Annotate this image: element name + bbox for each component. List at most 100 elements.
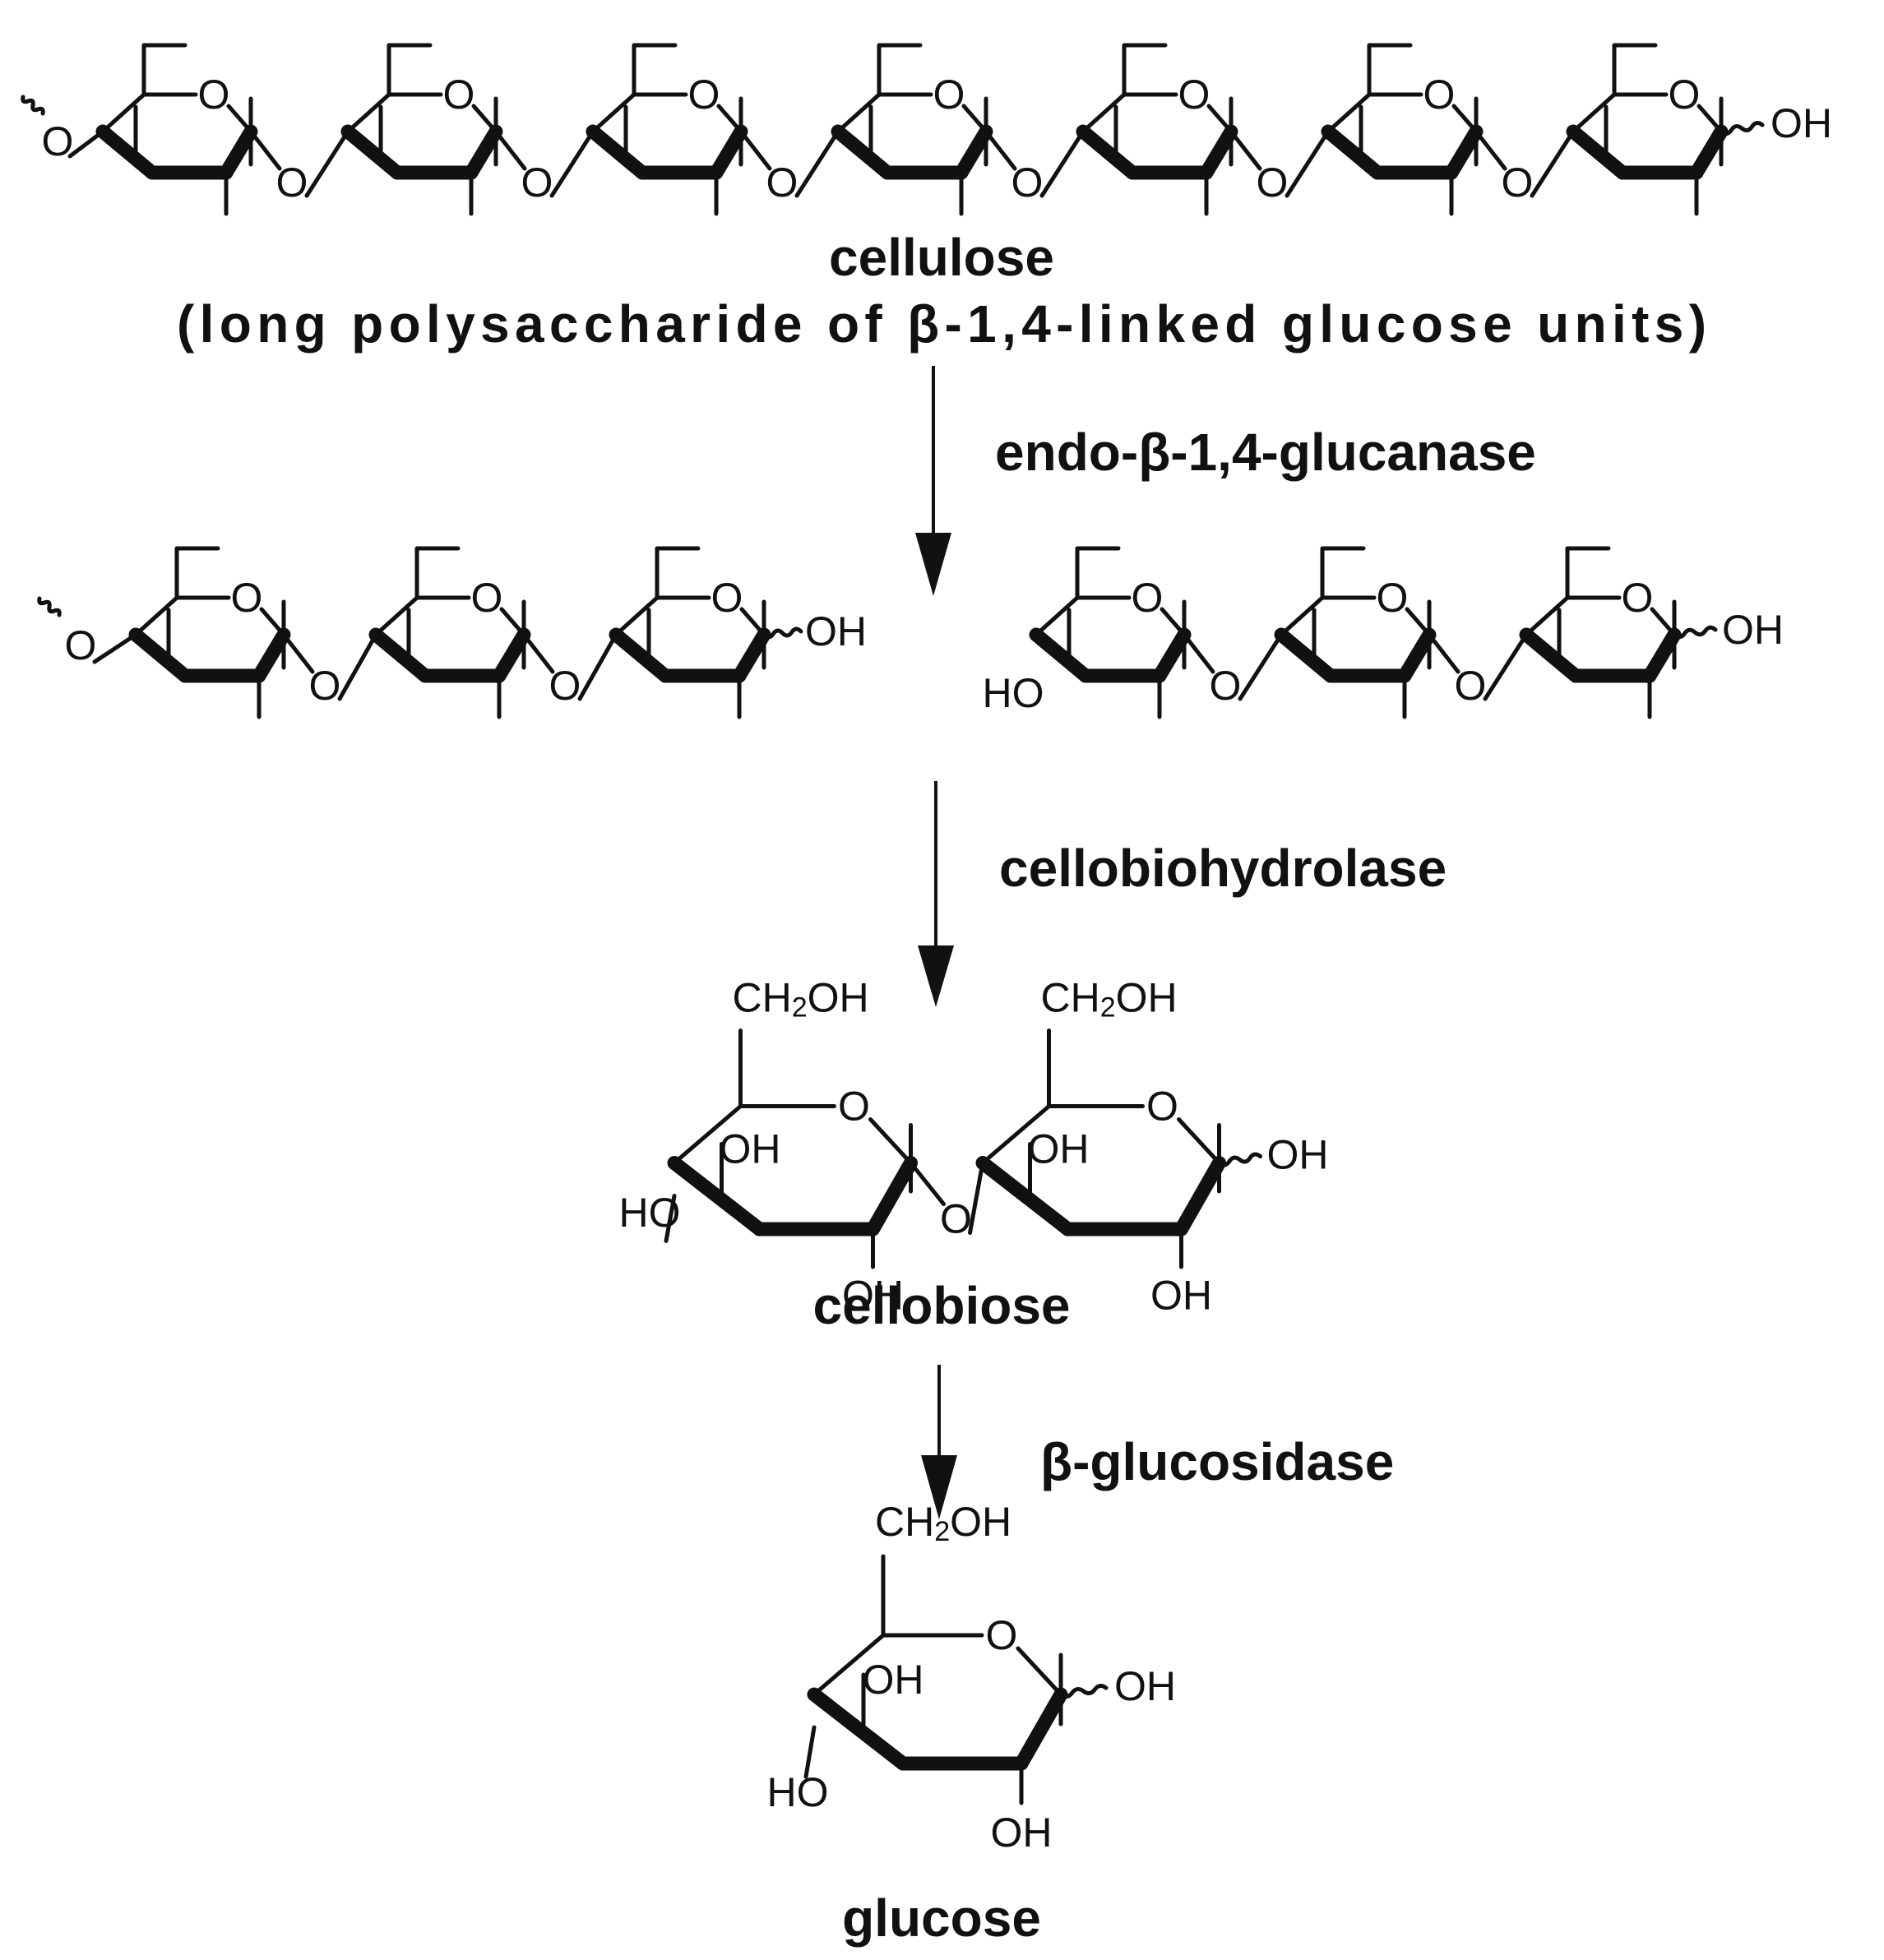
anomeric-wavy-bond	[761, 626, 803, 640]
glycosidic-bond	[281, 632, 315, 674]
ring-bond	[836, 92, 882, 134]
enzyme-label-beta-glucosidase: β-glucosidase	[1040, 1432, 1394, 1491]
ring-bond	[613, 595, 660, 637]
ring-oxygen: O	[838, 1084, 870, 1130]
ring-front-bond	[340, 124, 405, 180]
ring-oxygen: O	[231, 575, 263, 621]
ring-bond	[373, 595, 419, 637]
ring-front-bond	[1029, 627, 1093, 683]
ring-front-bond	[1689, 124, 1729, 180]
hydroxymethyl-group: CH2OH	[1041, 974, 1178, 1023]
anomeric-hydroxyl: OH	[1722, 607, 1784, 653]
ring-front-bond	[1566, 124, 1630, 180]
c2-hydroxyl: OH	[1150, 1273, 1212, 1319]
ring-bond	[1279, 595, 1325, 637]
enzyme-label-endoglucanase: endo-β-1,4-glucanase	[995, 423, 1536, 482]
ring-bond	[590, 92, 636, 134]
c2-hydroxyl: OH	[842, 1273, 904, 1319]
ring-front-bond	[975, 1156, 1075, 1237]
ring-front-bond	[95, 124, 160, 180]
chain-continuation-wavy-bond	[21, 95, 45, 116]
ring-front-bond	[1174, 1156, 1226, 1237]
glycosidic-bond	[92, 632, 138, 664]
glycosidic-bond	[493, 129, 527, 171]
glycosidic-oxygen: O	[1502, 159, 1534, 206]
hydroxymethyl-group: CH2OH	[875, 1499, 1011, 1547]
anomeric-wavy-bond	[1058, 1684, 1109, 1699]
glycosidic-oxygen: O	[65, 622, 97, 668]
glycosidic-bond	[794, 129, 840, 198]
glycosidic-oxygen: O	[549, 663, 581, 709]
hydroxymethyl-group: CH2OH	[733, 974, 869, 1023]
glycosidic-oxygen: O	[1210, 663, 1242, 709]
ring-front-bond	[464, 124, 503, 180]
glycosidic-bond	[1229, 129, 1262, 171]
ring-oxygen: O	[1146, 1084, 1178, 1130]
ring-front-bond	[492, 627, 531, 683]
anomeric-hydroxyl: OH	[1267, 1132, 1329, 1178]
ring-front-bond	[609, 627, 673, 683]
glycosidic-oxygen: O	[940, 1196, 972, 1242]
ring-oxygen: O	[1622, 575, 1654, 621]
glycosidic-bond	[1039, 129, 1085, 198]
c6-bond	[414, 546, 461, 600]
ring-front-bond	[1199, 124, 1238, 180]
c6-bond	[1367, 43, 1413, 97]
c6-bond	[1612, 43, 1658, 97]
ring-front-bond	[732, 627, 771, 683]
glycosidic-oxygen: O	[276, 159, 308, 206]
ring-bond	[1034, 595, 1080, 637]
ring-front-bond	[368, 627, 433, 683]
c3-hydroxyl: OH	[1028, 1126, 1090, 1172]
glycosidic-bond	[984, 129, 1017, 171]
ring-oxygen: O	[198, 72, 230, 118]
ring-oxygen: O	[443, 72, 475, 118]
glycosidic-bond	[738, 129, 772, 171]
ring-front-bond	[1519, 627, 1583, 683]
ring-bond	[133, 595, 179, 637]
ring-front-bond	[1076, 124, 1140, 180]
anomeric-hydroxyl: OH	[1771, 100, 1832, 146]
reaction-arrow-3	[921, 1365, 957, 1519]
cellobiose-caption: cellobiose	[813, 1276, 1071, 1335]
glycosidic-bond	[909, 1161, 946, 1206]
ring-front-bond	[586, 124, 650, 180]
ring-oxygen: O	[1377, 575, 1409, 621]
ring-front-bond	[1014, 1687, 1068, 1771]
ring-front-bond	[1274, 627, 1338, 683]
ring-front-bond	[1321, 124, 1385, 180]
anomeric-wavy-bond	[1672, 625, 1718, 640]
ring-front-bond	[1444, 124, 1484, 180]
ring-bond	[1177, 1117, 1221, 1165]
ring-front-bond	[219, 124, 258, 180]
reaction-arrow-1	[915, 366, 951, 596]
ring-bond	[1571, 92, 1617, 134]
ring-oxygen: O	[711, 575, 743, 621]
ring-bond	[1524, 595, 1570, 637]
glycosidic-oxygen: O	[1011, 159, 1044, 206]
c6-bond	[1075, 546, 1121, 600]
ring-bond	[1326, 92, 1372, 134]
anomeric-wavy-bond	[1719, 121, 1765, 136]
c6-bond	[1320, 546, 1366, 600]
ring-bond	[980, 1104, 1051, 1165]
ring-front-bond	[667, 1156, 766, 1237]
ring-front-bond	[1152, 627, 1192, 683]
ring-front-bond	[252, 627, 291, 683]
glycosidic-oxygen: O	[521, 159, 553, 206]
glycosidic-bond	[577, 632, 618, 701]
glycosidic-oxygen: O	[1257, 159, 1289, 206]
ring-bond	[868, 1117, 913, 1165]
ring-front-bond	[831, 124, 895, 180]
c3-hydroxyl: OH	[720, 1126, 781, 1172]
ring-front-bond	[128, 627, 192, 683]
anomeric-wavy-bond	[1217, 1152, 1262, 1167]
glycosidic-bond	[304, 129, 350, 198]
c4-bond	[803, 1725, 817, 1779]
ring-bond	[672, 1104, 743, 1165]
